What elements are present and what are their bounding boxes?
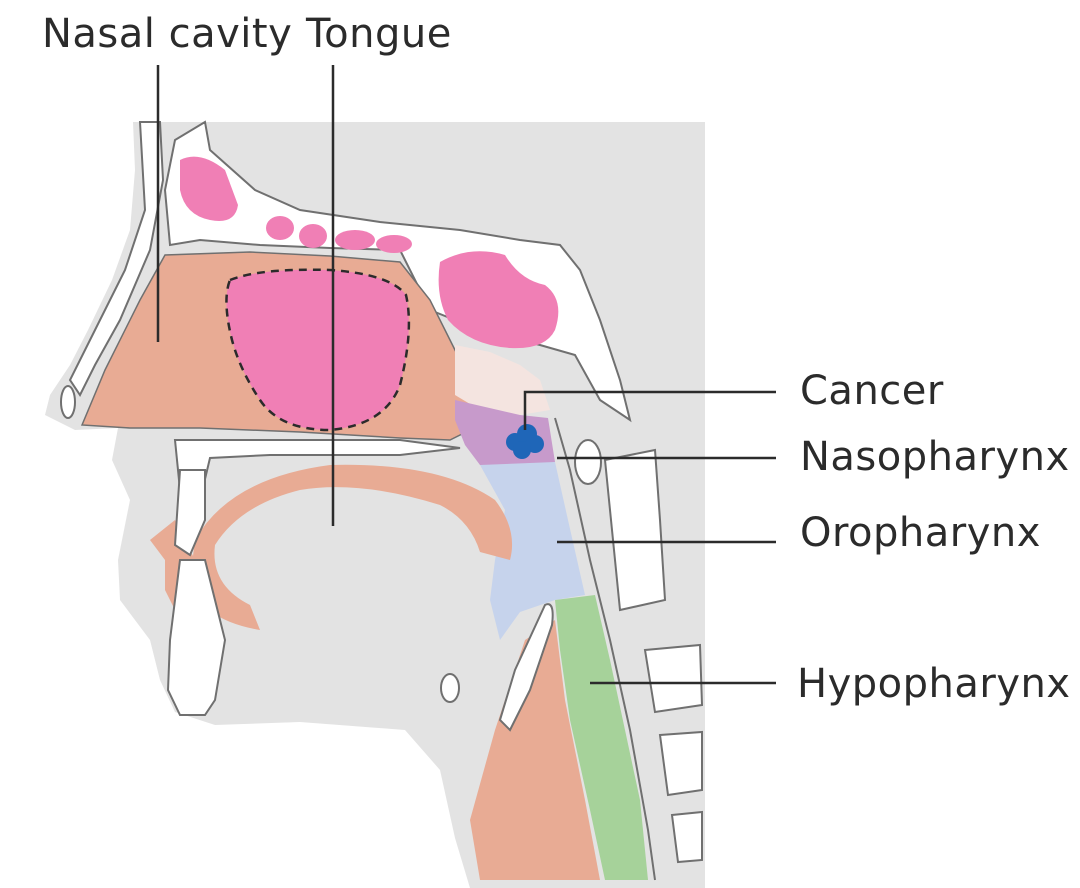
upper-teeth xyxy=(173,469,206,557)
cancer-label: Cancer xyxy=(800,368,944,414)
spine xyxy=(574,439,704,864)
oropharynx-region xyxy=(480,462,585,640)
nasal-bone xyxy=(68,121,165,397)
leader-lines xyxy=(156,65,776,685)
cancer-leader xyxy=(523,390,776,430)
larynx-tissue xyxy=(470,620,600,880)
ethmoid-cell-2 xyxy=(299,224,327,248)
hyoid-bone xyxy=(440,673,460,703)
ethmoid-cell-3 xyxy=(335,230,375,250)
epiglottis xyxy=(498,603,554,732)
skull-base-bone xyxy=(163,120,632,423)
nostril xyxy=(60,385,76,419)
sphenoid-sinus xyxy=(438,251,559,349)
vertebra xyxy=(603,448,667,612)
pharyngeal-wall xyxy=(554,417,656,881)
hypopharynx-label: Hypopharynx xyxy=(797,661,1071,707)
atlas-vertebra xyxy=(574,439,602,485)
hypopharynx-region xyxy=(555,595,648,880)
tongue-outline xyxy=(190,464,513,630)
cancer-tumour xyxy=(506,424,544,459)
nasal-cavity-label: Nasal cavity xyxy=(42,11,293,57)
frontal-sinus xyxy=(180,156,238,221)
nasopharynx-label: Nasopharynx xyxy=(800,434,1070,480)
vertebra xyxy=(658,730,703,797)
vertebra xyxy=(643,643,704,714)
oropharynx-label: Oropharynx xyxy=(800,510,1041,556)
ethmoid-cell-1 xyxy=(266,216,294,240)
lower-jaw-bone xyxy=(166,559,227,716)
tongue-label: Tongue xyxy=(306,11,452,57)
ethmoid-cell-4 xyxy=(376,235,412,253)
maxillary-sinus xyxy=(225,268,411,432)
vertebra xyxy=(670,810,703,864)
